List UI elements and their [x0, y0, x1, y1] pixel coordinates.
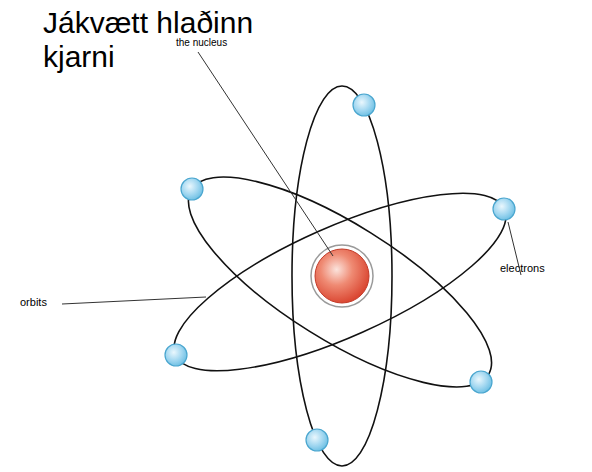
leader-line	[198, 52, 333, 256]
electron	[306, 429, 328, 451]
orbit	[153, 159, 527, 406]
leader-line	[62, 297, 206, 304]
electron	[353, 94, 375, 116]
heading-label: Jákvætt hlaðinn kjarni	[43, 6, 293, 73]
callout-label: the nucleus	[176, 37, 227, 48]
callout-label: electrons	[500, 262, 545, 274]
electron	[470, 371, 492, 393]
orbit	[161, 140, 519, 424]
callout-label: orbits	[20, 296, 47, 308]
nucleus-ring	[311, 245, 373, 307]
electron	[165, 344, 187, 366]
electron	[493, 198, 515, 220]
electron	[181, 178, 203, 200]
nucleus	[315, 249, 369, 303]
orbit	[292, 86, 392, 466]
